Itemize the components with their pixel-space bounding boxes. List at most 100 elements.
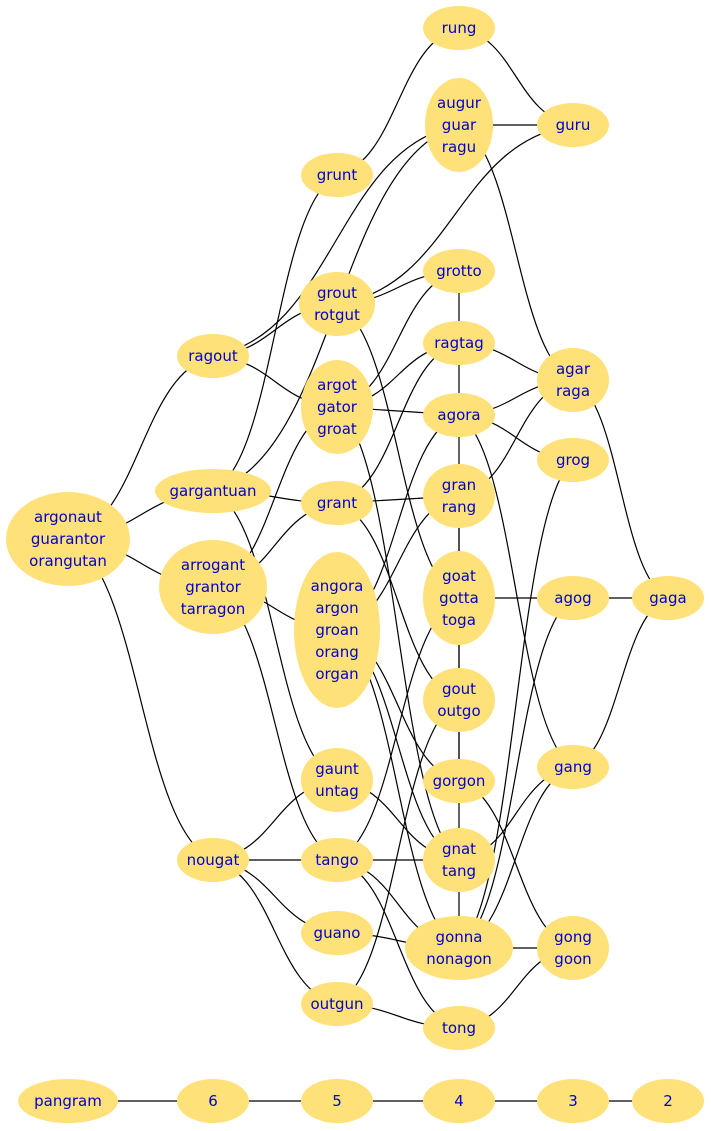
edge-agar-gaga <box>572 379 669 599</box>
node-ellipse <box>537 1079 609 1123</box>
node-label: 3 <box>568 1092 578 1110</box>
node-label: outgo <box>437 702 480 720</box>
node-label: pangram <box>34 1092 102 1110</box>
node-label: grotto <box>436 262 481 280</box>
node-ellipse <box>537 348 609 412</box>
node-ellipse <box>177 334 249 378</box>
node-ellipse <box>155 469 271 513</box>
node-ellipse <box>301 982 373 1026</box>
node-rung[interactable]: rung <box>423 6 495 50</box>
node-ellipse <box>294 552 380 708</box>
node-tango[interactable]: tango <box>301 838 373 882</box>
node-label: argonaut <box>34 508 102 526</box>
node-label: grunt <box>317 166 358 184</box>
node-label: arrogant <box>181 556 245 574</box>
node-label: orang <box>315 643 359 661</box>
node-ellipse <box>299 272 375 336</box>
node-ellipse <box>18 1079 118 1123</box>
node-grotto[interactable]: grotto <box>423 249 495 293</box>
node-pangram[interactable]: pangram <box>18 1079 118 1123</box>
node-n4[interactable]: 4 <box>423 1079 495 1123</box>
node-goat[interactable]: goat gotta toga <box>423 551 495 645</box>
node-agora[interactable]: agora <box>423 393 495 437</box>
node-label: ragu <box>442 138 476 156</box>
node-ellipse <box>537 745 609 789</box>
node-ellipse <box>301 1079 373 1123</box>
node-label: agog <box>554 589 591 607</box>
node-label: guar <box>442 116 477 134</box>
node-label: tang <box>442 862 476 880</box>
node-label: grant <box>317 494 357 512</box>
node-label: gonna <box>436 928 483 946</box>
node-ellipse <box>537 103 609 147</box>
node-n6[interactable]: 6 <box>177 1079 249 1123</box>
node-gang[interactable]: gang <box>537 745 609 789</box>
node-n5[interactable]: 5 <box>301 1079 373 1123</box>
node-label: gator <box>317 398 358 416</box>
node-label: goon <box>554 950 591 968</box>
node-ellipse <box>301 153 373 197</box>
node-label: gran <box>442 476 476 494</box>
node-ellipse <box>423 393 495 437</box>
node-label: toga <box>442 611 476 629</box>
node-ellipse <box>423 464 495 528</box>
node-label: untag <box>315 782 359 800</box>
node-gonna[interactable]: gonna nonagon <box>405 916 513 980</box>
node-label: groat <box>317 420 357 438</box>
node-ellipse <box>177 838 249 882</box>
node-ellipse <box>423 759 495 803</box>
node-guano[interactable]: guano <box>301 911 373 955</box>
node-nougat[interactable]: nougat <box>177 838 249 882</box>
node-gorgon[interactable]: gorgon <box>423 759 495 803</box>
node-ellipse <box>423 668 495 732</box>
node-grunt[interactable]: grunt <box>301 153 373 197</box>
node-label: gorgon <box>433 772 486 790</box>
node-grant[interactable]: grant <box>301 481 373 525</box>
node-label: raga <box>556 382 590 400</box>
node-outgun[interactable]: outgun <box>301 982 373 1026</box>
node-label: gotta <box>439 589 479 607</box>
node-ellipse <box>423 1079 495 1123</box>
node-label: guano <box>314 924 361 942</box>
node-ellipse <box>301 360 373 454</box>
node-guru[interactable]: guru <box>537 103 609 147</box>
node-label: 6 <box>208 1092 218 1110</box>
node-ragout[interactable]: ragout <box>177 334 249 378</box>
node-label: tarragon <box>181 600 246 618</box>
node-ellipse <box>425 78 493 172</box>
node-label: gong <box>554 928 592 946</box>
node-ellipse <box>423 551 495 645</box>
node-gong[interactable]: gong goon <box>537 916 609 980</box>
node-ellipse <box>632 576 704 620</box>
node-label: ragout <box>188 347 238 365</box>
node-ragtag[interactable]: ragtag <box>423 321 495 365</box>
edge-agora-gang <box>458 414 574 768</box>
node-label: grout <box>317 284 357 302</box>
node-ellipse <box>177 1079 249 1123</box>
node-agog[interactable]: agog <box>537 576 609 620</box>
node-n2[interactable]: 2 <box>632 1079 704 1123</box>
node-gaga[interactable]: gaga <box>632 576 704 620</box>
node-ellipse <box>423 1006 495 1050</box>
node-n3[interactable]: 3 <box>537 1079 609 1123</box>
node-label: goat <box>442 567 476 585</box>
node-label: nougat <box>187 851 240 869</box>
node-ellipse <box>423 321 495 365</box>
node-gargantuan[interactable]: gargantuan <box>155 469 271 513</box>
node-tong[interactable]: tong <box>423 1006 495 1050</box>
node-label: nonagon <box>426 950 492 968</box>
node-grog[interactable]: grog <box>537 438 609 482</box>
edge-gargantuan-grunt <box>212 174 338 492</box>
